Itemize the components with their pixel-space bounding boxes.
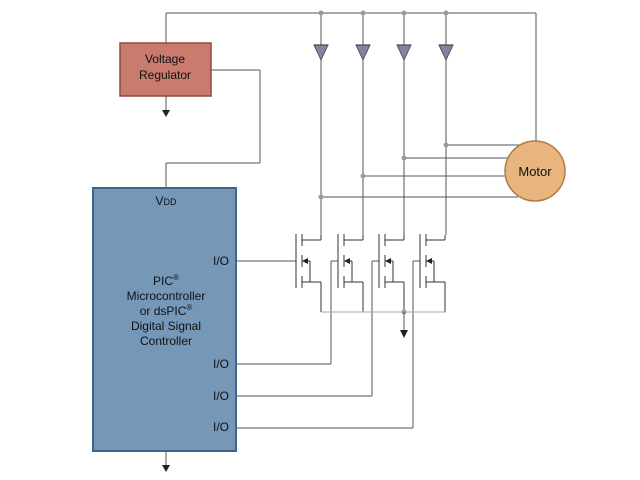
gate-wiring <box>236 260 420 429</box>
controller-line3: or dsPIC® <box>140 303 193 318</box>
motor-wiring <box>321 144 536 198</box>
mosfet-icon <box>378 234 405 312</box>
ground-arrow-icon <box>400 330 408 338</box>
vdd-label: VDD <box>155 194 177 208</box>
controller-line5: Controller <box>140 334 192 348</box>
voltage-regulator: Voltage Regulator <box>119 42 212 97</box>
mosfet-icon <box>419 234 446 312</box>
microcontroller-block: VDD PIC® Microcontroller or dsPIC® Digit… <box>92 187 237 452</box>
winding-junctions <box>318 142 449 200</box>
rail-junctions <box>318 10 449 16</box>
diode-icon <box>396 44 412 62</box>
io-label-1: I/O <box>213 254 229 268</box>
mosfet-body-arrows <box>302 258 432 264</box>
ground-arrow-icon <box>162 465 170 472</box>
regulator-label-line1: Voltage <box>145 52 185 66</box>
io-label-3: I/O <box>213 389 229 403</box>
mosfet-icon <box>295 234 322 312</box>
motor-label: Motor <box>518 164 552 179</box>
source-bus <box>321 309 446 338</box>
regulator-label-line2: Regulator <box>139 68 191 82</box>
ground-arrow-icon <box>162 110 170 117</box>
diode-icon <box>313 44 329 62</box>
controller-line1: PIC® <box>153 273 179 288</box>
io-label-2: I/O <box>213 357 229 371</box>
io-label-4: I/O <box>213 420 229 434</box>
supply-wiring <box>165 12 537 235</box>
controller-line2: Microcontroller <box>127 289 206 303</box>
diode-icon <box>355 44 371 62</box>
motor: Motor <box>504 140 566 202</box>
mosfet-icon <box>337 234 364 312</box>
diode-icon <box>438 44 454 62</box>
controller-line4: Digital Signal <box>131 319 201 333</box>
